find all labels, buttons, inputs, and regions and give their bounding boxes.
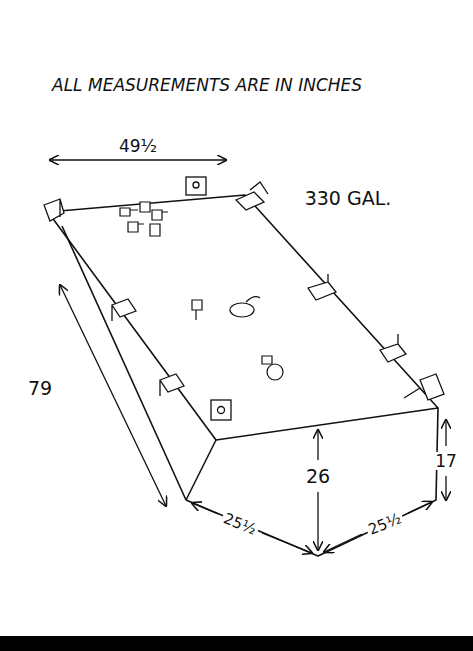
dimension-lines xyxy=(50,160,446,553)
fitting xyxy=(128,222,144,232)
mounting-brackets xyxy=(44,177,444,420)
dimension-label: 25½ xyxy=(364,509,405,538)
sender-wire xyxy=(246,297,260,302)
depth-dimension xyxy=(317,430,318,460)
bracket-hole xyxy=(218,407,225,414)
bracket xyxy=(236,192,264,210)
fitting xyxy=(140,202,150,212)
sender-plate xyxy=(230,303,254,317)
fitting xyxy=(152,210,168,220)
bottom-dimension xyxy=(262,533,312,553)
side-height-dimension xyxy=(445,420,446,446)
bracket-hole xyxy=(193,182,199,188)
fitting xyxy=(120,208,138,216)
fitting xyxy=(150,224,160,236)
scan-edge xyxy=(0,636,473,651)
depth-dimension xyxy=(317,492,318,550)
bracket xyxy=(380,334,406,362)
filler-cap xyxy=(267,364,283,380)
fitting xyxy=(262,356,272,364)
bracket xyxy=(250,182,268,194)
dimension-label: 49½ xyxy=(117,137,159,156)
tank-outline xyxy=(48,195,438,556)
bracket xyxy=(160,374,184,396)
bracket xyxy=(112,299,136,321)
width-dimension xyxy=(50,159,226,160)
bracket xyxy=(404,374,444,400)
tank-bottom-v xyxy=(186,408,438,556)
tank-front-edge xyxy=(186,440,216,500)
tank-top xyxy=(48,195,438,440)
bracket xyxy=(308,274,336,300)
bottom-dimension xyxy=(324,534,362,552)
fitting xyxy=(192,300,202,320)
dimension-label: 25½ xyxy=(219,509,260,538)
dimension-label: 79 xyxy=(26,378,54,399)
bottom-dimension xyxy=(192,503,218,514)
tank-side-edge xyxy=(62,226,186,500)
dimension-label: 17 xyxy=(433,452,459,471)
bracket xyxy=(44,199,64,221)
capacity-note: 330 GAL. xyxy=(303,188,394,209)
bracket xyxy=(186,177,206,195)
length-dimension xyxy=(60,285,166,506)
note-title: ALL MEASUREMENTS ARE IN INCHES xyxy=(52,76,362,95)
side-height-dimension xyxy=(445,476,446,500)
bottom-dimension xyxy=(408,502,432,513)
bracket xyxy=(211,400,231,420)
dimension-label: 26 xyxy=(304,466,332,487)
tank-fittings xyxy=(120,202,283,380)
